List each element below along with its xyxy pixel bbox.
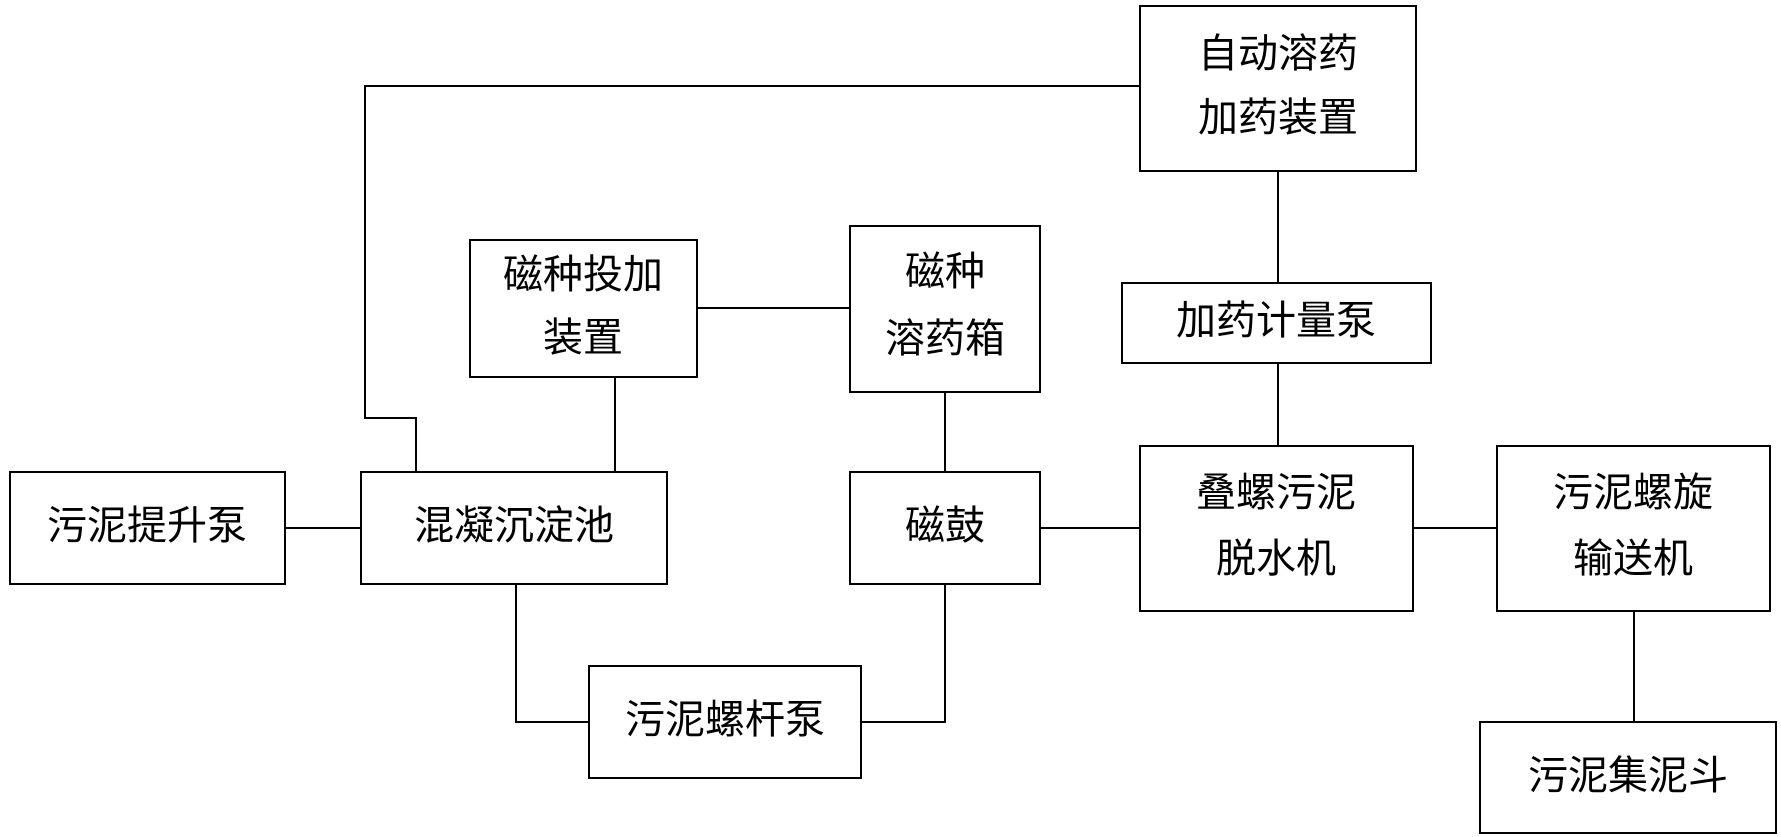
node-label: 污泥集泥斗 <box>1528 753 1728 799</box>
node-sludge-screw-conveyor: 污泥螺旋 输送机 <box>1496 445 1771 612</box>
node-dosing-metering-pump: 加药计量泵 <box>1121 282 1432 364</box>
connector-screw-pump-to-drum <box>861 584 946 723</box>
node-label: 污泥螺杆泵 <box>625 697 825 743</box>
node-sludge-lift-pump: 污泥提升泵 <box>9 471 286 585</box>
node-label-line1: 自动溶药 <box>1198 31 1358 77</box>
node-label-line1: 污泥螺旋 <box>1553 470 1713 516</box>
node-label-line1: 叠螺污泥 <box>1196 470 1356 516</box>
connector-tank-to-auto-dosing <box>364 85 1140 472</box>
node-magnetic-seed-dissolving-tank: 磁种 溶药箱 <box>849 225 1041 393</box>
connector-tank-to-screw-pump <box>515 584 589 723</box>
node-magnetic-drum: 磁鼓 <box>849 471 1041 585</box>
node-label-line2: 加药装置 <box>1198 95 1358 141</box>
node-label-line2: 脱水机 <box>1216 536 1336 582</box>
node-auto-dissolving-dosing-device: 自动溶药 加药装置 <box>1139 5 1417 172</box>
connectors <box>285 85 1635 723</box>
node-screw-stack-sludge-dewatering-machine: 叠螺污泥 脱水机 <box>1139 445 1414 612</box>
node-sludge-screw-pump: 污泥螺杆泵 <box>588 665 862 779</box>
node-label-line2: 溶药箱 <box>885 316 1005 362</box>
node-label-line1: 磁种 <box>905 249 985 295</box>
node-sludge-collection-hopper: 污泥集泥斗 <box>1479 721 1777 834</box>
node-label: 污泥提升泵 <box>47 503 247 549</box>
node-label-line2: 输送机 <box>1573 536 1693 582</box>
node-magnetic-seed-dosing-device: 磁种投加 装置 <box>469 239 698 378</box>
node-label: 加药计量泵 <box>1176 298 1376 344</box>
node-label: 混凝沉淀池 <box>414 503 614 549</box>
node-label-line2: 装置 <box>543 315 623 361</box>
node-coagulation-sedimentation-tank: 混凝沉淀池 <box>360 471 668 585</box>
node-label: 磁鼓 <box>905 503 985 549</box>
node-label-line1: 磁种投加 <box>503 252 663 298</box>
